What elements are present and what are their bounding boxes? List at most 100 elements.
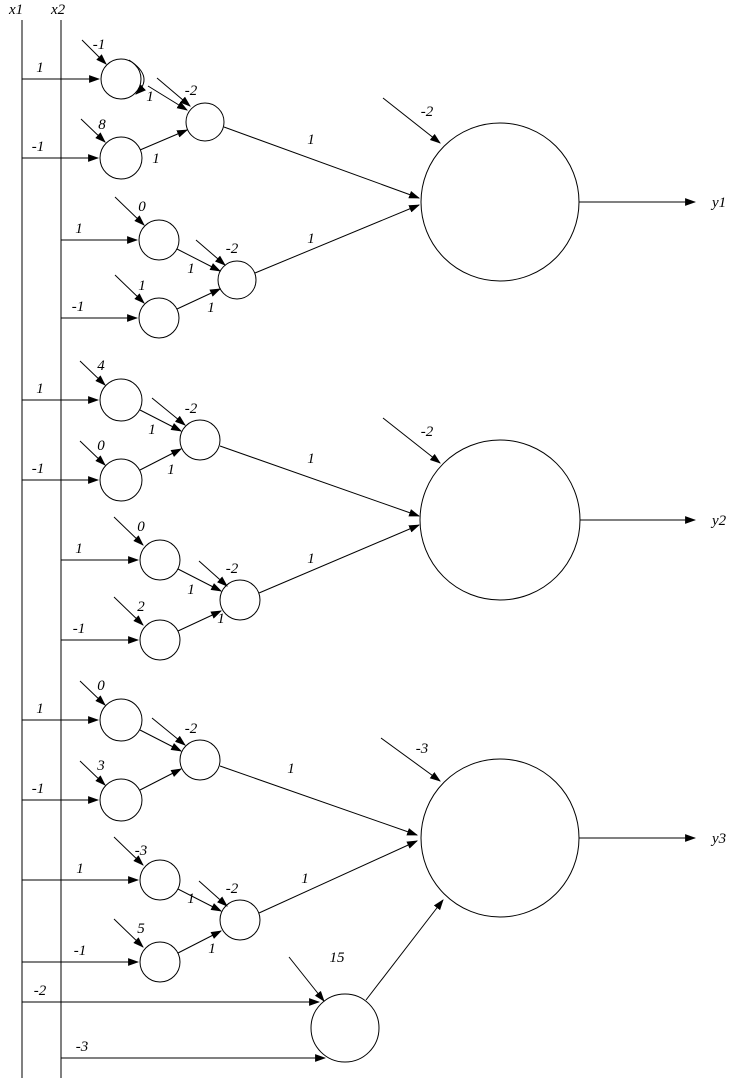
- b2-weight-bc: 1: [167, 462, 175, 478]
- b3-weight-x1g: -2: [34, 983, 47, 999]
- b3-weight-x1e: -1: [74, 943, 87, 959]
- y3-label: y3: [710, 831, 726, 847]
- b1-edge-b-c: [139, 129, 189, 151]
- b3-bias-arrow-c: [151, 717, 186, 746]
- b3-output-neuron: [420, 758, 580, 918]
- b2-neuron-d: [139, 539, 181, 581]
- b3-bias-arrow-a: [79, 680, 106, 706]
- b3-neuron-g: [310, 993, 380, 1063]
- b1-edge-f-out: [254, 204, 421, 274]
- b3-edge-b-c: [139, 768, 182, 791]
- b2-weight-f-out: 1: [307, 551, 315, 567]
- b2-bias-arrow-d: [113, 516, 144, 546]
- b3-bias-arrow-g: [288, 956, 325, 1002]
- b2-weight-x2e: -1: [73, 621, 86, 637]
- b2-combiner-f: [219, 579, 261, 621]
- b1-bias-e: 1: [138, 278, 146, 294]
- b1-weight-x1a: 1: [36, 60, 44, 76]
- b2-weight-x1b: -1: [32, 461, 45, 477]
- b1-neuron-e: [138, 297, 180, 339]
- b1-weight-df: 1: [187, 261, 195, 277]
- b2-edge-d-f: [177, 568, 222, 592]
- b2-weight-df: 1: [187, 582, 195, 598]
- b1-weight-ef: 1: [207, 300, 215, 316]
- b2-combiner-c: [179, 419, 221, 461]
- b1-bias-arrow-d: [114, 196, 145, 226]
- b3-weight-x1d: 1: [76, 861, 84, 877]
- b2-weight-c-out: 1: [307, 451, 315, 467]
- b1-edge-d-f: [176, 248, 221, 272]
- b3-bias-b: 3: [96, 758, 105, 774]
- b2-bias-f: -2: [226, 561, 239, 577]
- b1-weight-x2d: 1: [75, 221, 83, 237]
- b1-neuron-a: [100, 58, 142, 100]
- x2-label: x2: [50, 2, 66, 18]
- b3-weight-x1b: -1: [32, 781, 45, 797]
- b1-bias-c: -2: [185, 83, 198, 99]
- b2-bias-c: -2: [185, 401, 198, 417]
- b2-edge-e-f: [177, 610, 222, 632]
- b3-weight-df: 1: [187, 891, 195, 907]
- b3-edge-a-c: [139, 729, 182, 752]
- b1-weight-bc: 1: [152, 151, 160, 167]
- b2-bias-e: 2: [137, 599, 145, 615]
- b3-edge-e-f: [177, 930, 222, 954]
- b1-bias-arrow-out: [382, 97, 441, 144]
- b3-bias-f: -2: [226, 881, 239, 897]
- b2-bias-arrow-b: [79, 440, 106, 466]
- y2-label: y2: [710, 513, 727, 529]
- b1-combiner-f: [217, 260, 257, 300]
- b3-bias-arrow-e: [113, 918, 144, 948]
- b3-bias-arrow-f: [198, 880, 228, 907]
- b3-edge-g-out: [365, 899, 444, 1001]
- b2-bias-a: 4: [97, 358, 105, 374]
- b2-edge-b-c: [139, 448, 182, 471]
- b1-edge-e-f: [176, 288, 221, 310]
- b2-weight-ef: 1: [217, 611, 225, 627]
- b1-weight-f-out: 1: [307, 231, 315, 247]
- b2-weight-x2d: 1: [75, 541, 83, 557]
- b3-bias-arrow-out: [380, 737, 441, 782]
- b1-bias-arrow-a: [81, 39, 107, 65]
- b3-weight-x1a: 1: [36, 701, 44, 717]
- b1-neuron-d: [138, 219, 180, 261]
- b2-weight-ac: 1: [148, 422, 156, 438]
- b1-bias-arrow-e: [114, 274, 145, 304]
- b3-bias-arrow-b: [79, 760, 106, 786]
- b2-bias-arrow-f: [198, 560, 228, 587]
- b1-bias-a: -1: [93, 37, 106, 53]
- b1-bias-arrow-f: [195, 239, 226, 266]
- b3-edge-d-f: [177, 888, 222, 912]
- b1-bias-arrow-c: [156, 77, 191, 107]
- b1-bias-f: -2: [226, 241, 239, 257]
- b1-bias-arrow-b: [80, 118, 106, 143]
- b1-weight-c-out: 1: [307, 132, 315, 148]
- b1-weight-x2e: -1: [72, 299, 85, 315]
- b2-weight-x1a: 1: [36, 381, 44, 397]
- b3-combiner-f: [219, 899, 261, 941]
- x1-label: x1: [8, 2, 23, 18]
- b2-neuron-e: [139, 619, 181, 661]
- b2-bias-arrow-e: [113, 596, 144, 626]
- b1-neuron-b: [99, 136, 143, 180]
- b2-neuron-b: [99, 458, 143, 502]
- b2-bias-d: 0: [137, 519, 145, 535]
- b2-edge-a-c: [139, 409, 182, 432]
- b3-edge-c-out: [219, 765, 419, 836]
- b1-weight-x1b: -1: [32, 139, 45, 155]
- b1-neuron-a-curved-arrow: [128, 59, 146, 95]
- b3-bias-arrow-d: [113, 836, 144, 866]
- b3-weight-f-out: 1: [301, 871, 309, 887]
- b3-neuron-a: [99, 698, 143, 742]
- b3-weight-c-out: 1: [287, 761, 295, 777]
- b2-bias-arrow-c: [151, 397, 186, 426]
- b2-bias-out: -2: [421, 424, 434, 440]
- b2-bias-b: 0: [97, 438, 105, 454]
- b1-weight-ac: 1: [146, 89, 154, 105]
- b3-bias-out: -3: [416, 741, 429, 757]
- b1-combiner-c: [185, 102, 225, 142]
- b2-neuron-a: [99, 378, 143, 422]
- b3-neuron-e: [139, 941, 181, 983]
